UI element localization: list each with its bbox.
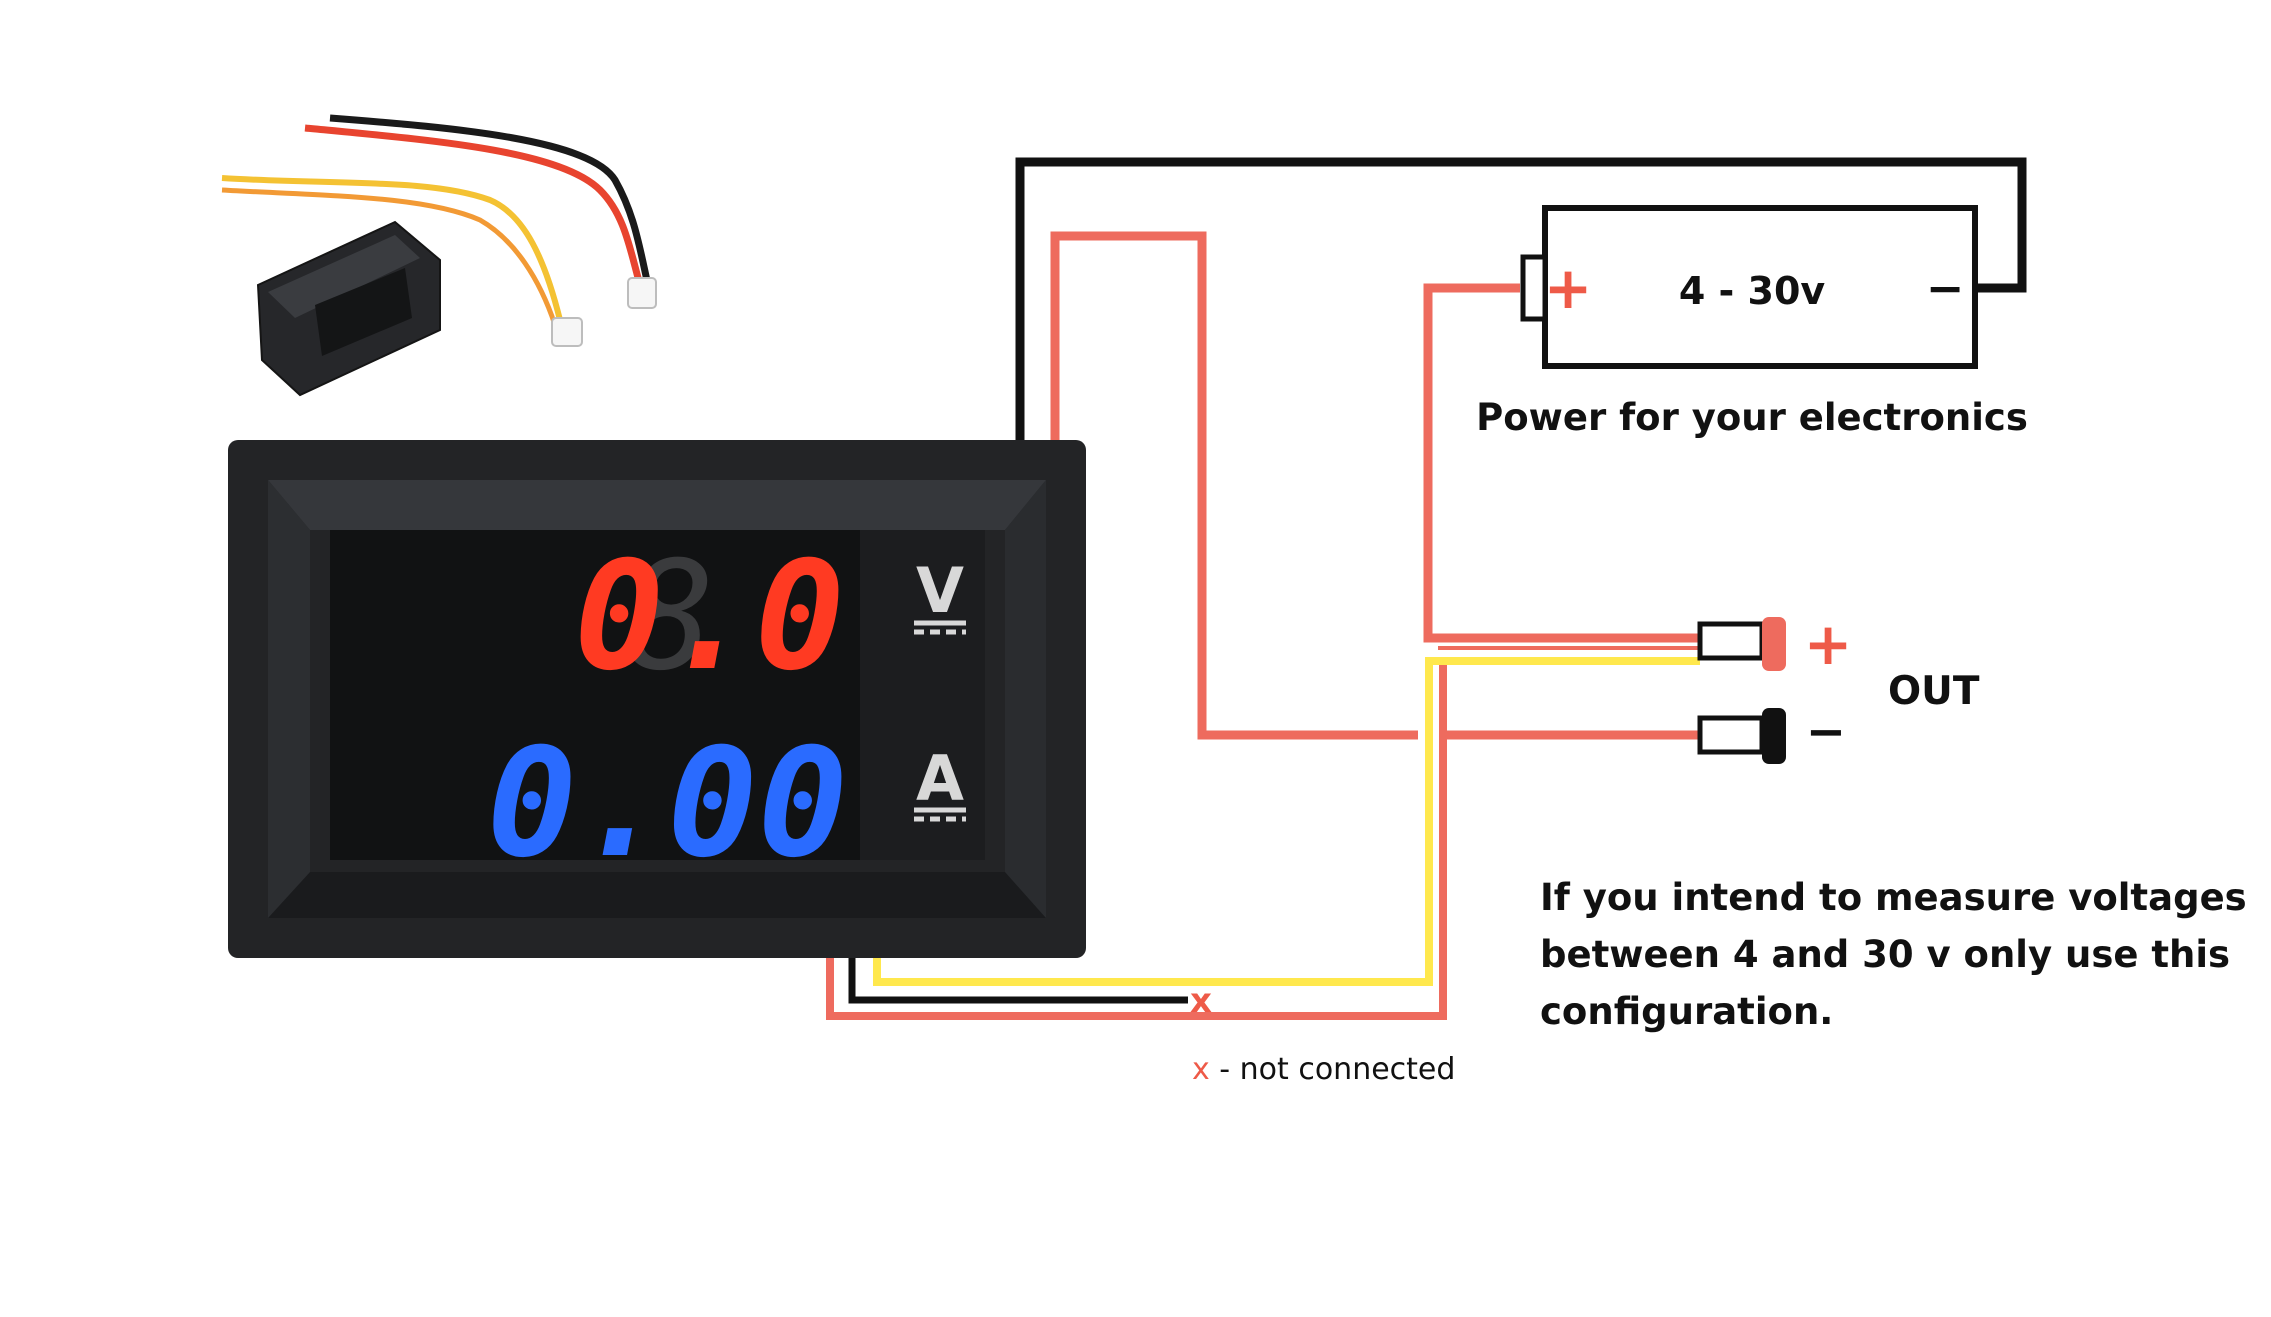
legend-text: - not connected xyxy=(1210,1052,1456,1087)
thumb-connector-bottom xyxy=(551,317,583,347)
voltage-ghost-digits: 8 xyxy=(625,530,715,704)
output-terminals: + − OUT xyxy=(1697,610,1980,764)
red-wire-to-out-minus xyxy=(1050,231,1418,740)
meter-bevel-right xyxy=(1005,480,1046,918)
red-wire-bottom xyxy=(826,660,1447,1020)
product-thumbnail xyxy=(221,114,657,397)
current-unit: A xyxy=(916,742,964,815)
voltage-reading: 0.0 xyxy=(574,530,845,704)
out-label: OUT xyxy=(1888,669,1980,714)
black-wire-bottom-cut xyxy=(848,958,1188,1004)
unit-panel xyxy=(860,530,985,860)
voltage-unit: V xyxy=(916,554,964,627)
meter-bevel-left xyxy=(268,480,310,918)
out-plus-cap xyxy=(1762,617,1786,671)
out-minus-sign: − xyxy=(1806,704,1846,760)
battery-caption: Power for your electronics xyxy=(1476,396,2028,439)
thumb-meter-screen xyxy=(315,268,412,356)
note-line-1: If you intend to measure voltages xyxy=(1540,876,2247,919)
out-plus-plug xyxy=(1697,621,1765,661)
not-connected-marker: x xyxy=(1190,981,1212,1021)
yellow-wire-bottom xyxy=(873,657,1700,986)
current-reading: 0.00 xyxy=(487,717,848,891)
thumb-connector-top xyxy=(627,277,657,309)
battery-body xyxy=(1542,205,1978,369)
out-minus-plug xyxy=(1697,715,1765,755)
meter-bevel-bottom xyxy=(268,872,1046,918)
black-wire-top xyxy=(1015,157,2027,440)
note-line-3: configuration. xyxy=(1540,990,1833,1033)
wires xyxy=(826,157,2027,1020)
meter-bevel-top xyxy=(268,480,1046,530)
note: If you intend to measure voltages betwee… xyxy=(1540,876,2247,1033)
note-line-2: between 4 and 30 v only use this xyxy=(1540,933,2230,976)
thumb-red-wire xyxy=(304,124,644,286)
battery-plus-sign: + xyxy=(1544,254,1593,322)
battery-label: 4 - 30v xyxy=(1679,269,1826,313)
thumb-orange-wire xyxy=(221,187,558,326)
legend: x - not connected xyxy=(1192,1052,1455,1087)
out-plus-sign: + xyxy=(1804,610,1853,678)
battery: + 4 - 30v − Power for your electronics xyxy=(1476,205,2028,439)
panel-meter: 8 0.0 0.00 V A xyxy=(228,440,1086,958)
thumb-yellow-wire xyxy=(221,175,563,321)
battery-terminal xyxy=(1520,254,1548,322)
legend-marker: x xyxy=(1192,1052,1210,1087)
battery-minus-sign: − xyxy=(1926,261,1965,315)
thumb-black-wire xyxy=(329,114,652,286)
meter-screen xyxy=(330,530,860,860)
thumb-meter-face xyxy=(268,235,420,318)
out-minus-cap xyxy=(1762,708,1786,764)
red-wire-battery-plus xyxy=(1423,283,1700,643)
